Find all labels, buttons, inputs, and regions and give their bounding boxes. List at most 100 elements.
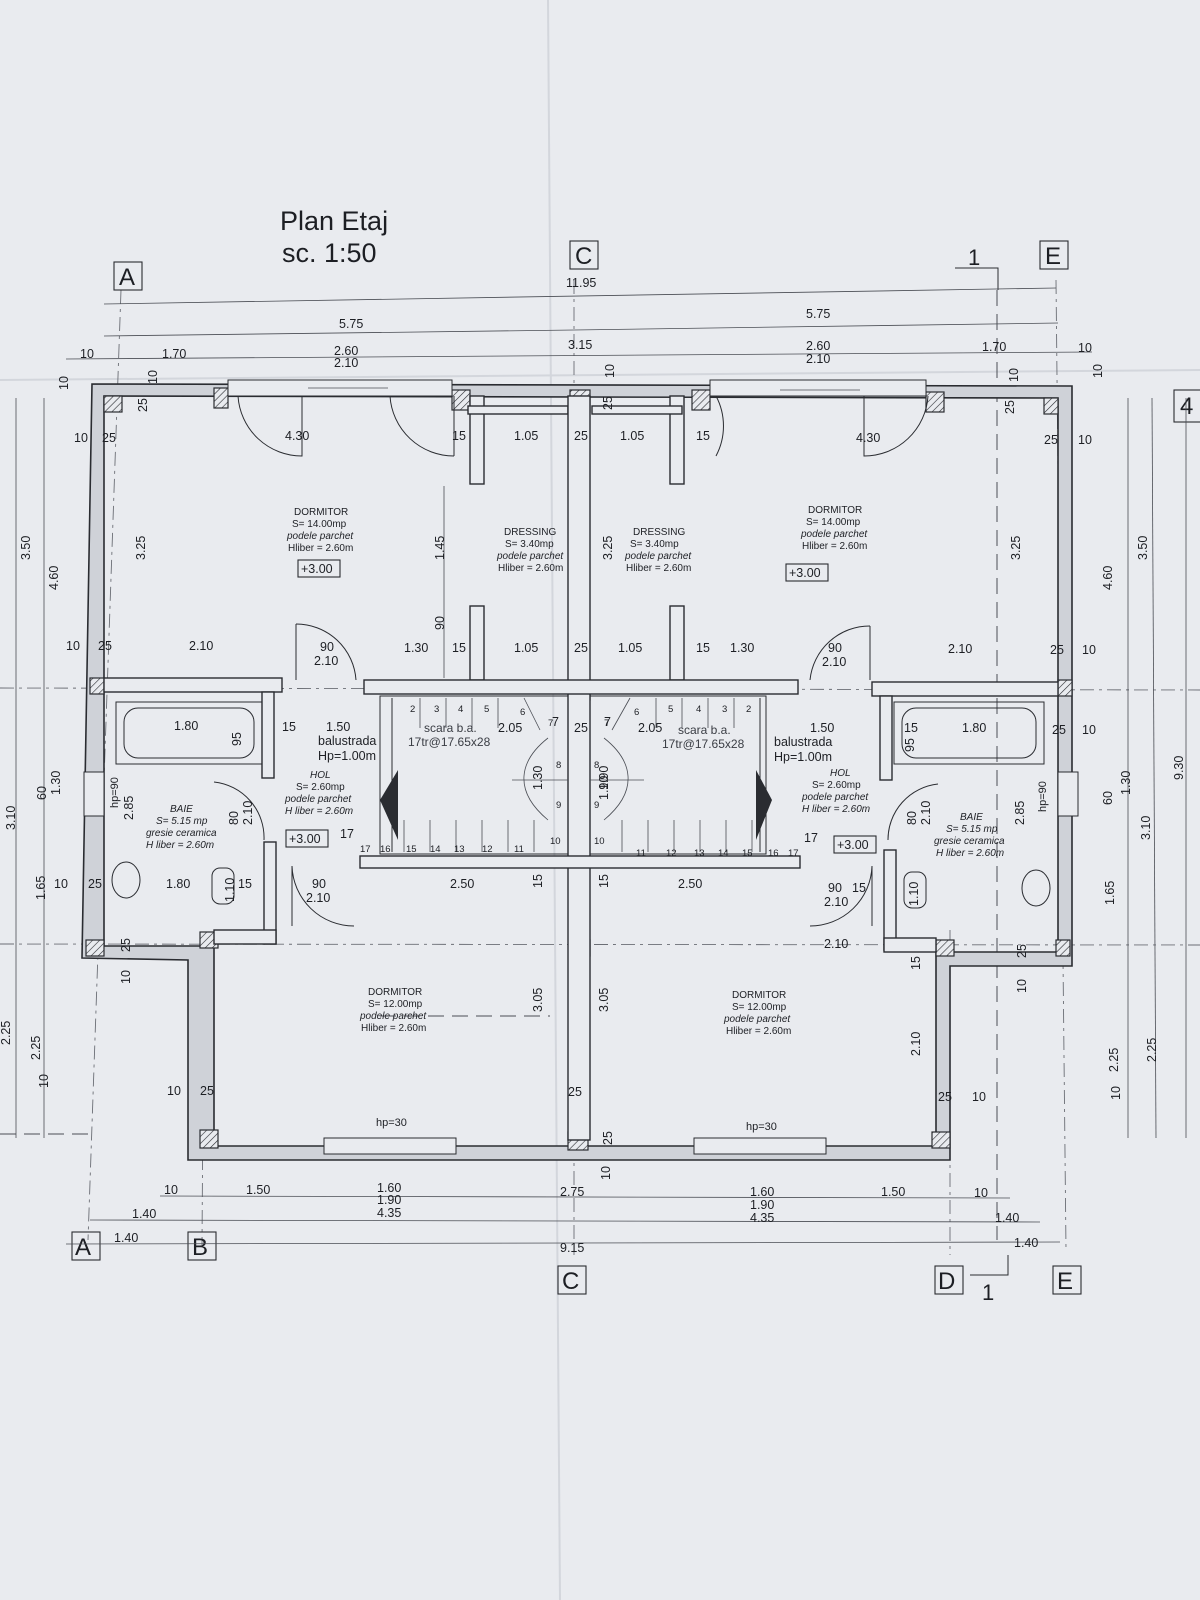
room-area: S= 3.40mp bbox=[630, 539, 679, 550]
dim-r3-180b: 1.80 bbox=[962, 721, 986, 735]
dim-r5-180: 1.80 bbox=[166, 877, 190, 891]
dim-r1-25a: 25 bbox=[574, 429, 588, 443]
stair-right-rail-height: Hp=1.00m bbox=[774, 750, 832, 764]
room-dressing-left: DRESSING S= 3.40mp podele parchet Hliber… bbox=[496, 527, 564, 574]
dim-r5-90a: 90 bbox=[312, 877, 326, 891]
step-number: 9 bbox=[556, 800, 561, 811]
step-number: 12 bbox=[666, 848, 677, 859]
dim-v-10b: 10 bbox=[1007, 368, 1021, 382]
dim-r3-10-right: 10 bbox=[1082, 723, 1096, 737]
dim-r5-210b: 2.10 bbox=[824, 895, 848, 909]
dim-r3-150a: 1.50 bbox=[326, 720, 350, 734]
dim-left-325: 3.25 bbox=[134, 536, 148, 560]
dim-top-right-10b: 10 bbox=[1091, 364, 1105, 378]
dim-r3-7b: 7 bbox=[604, 715, 611, 729]
room-baie-right: BAIE S= 5.15 mp gresie ceramica H liber … bbox=[934, 812, 1005, 859]
dim-v-25a: 25 bbox=[136, 398, 150, 412]
elevation-marker: +3.00 bbox=[301, 562, 333, 576]
dim-r3-205b: 2.05 bbox=[638, 721, 662, 735]
dim-r3-15a: 15 bbox=[282, 720, 296, 734]
doors bbox=[213, 395, 939, 927]
dim-r5-15a: 15 bbox=[238, 877, 252, 891]
dim-r2-15a: 15 bbox=[452, 641, 466, 655]
dim-r1-15a: 15 bbox=[452, 429, 466, 443]
room-floor: gresie ceramica bbox=[146, 828, 217, 839]
room-area: S= 5.15 mp bbox=[946, 824, 998, 835]
section-mark-bottom: 1 bbox=[982, 1280, 994, 1305]
axis-d-bottom: D bbox=[938, 1268, 955, 1295]
dim-bot-915: 9.15 bbox=[560, 1241, 584, 1255]
room-name: HOL bbox=[830, 768, 851, 779]
bathtub-right bbox=[893, 701, 1045, 765]
step-number: 8 bbox=[594, 760, 599, 771]
axis-c-top: C bbox=[575, 243, 592, 270]
room-name: DRESSING bbox=[504, 527, 556, 538]
dim-v-190a: 1.90 bbox=[597, 766, 611, 790]
room-floor: podele parchet bbox=[496, 551, 564, 562]
dim-left-460: 4.60 bbox=[47, 566, 61, 590]
dim-r3-95a: 95 bbox=[230, 732, 244, 746]
step-number: 2 bbox=[746, 704, 751, 715]
dim-r1-25-right: 25 bbox=[1044, 433, 1058, 447]
dim-right-285: 2.85 bbox=[1013, 801, 1027, 825]
stair-left-spec: 17tr@17.65x28 bbox=[408, 735, 491, 749]
title-line2: sc. 1:50 bbox=[282, 238, 377, 268]
stair-left-type: scara b.a. bbox=[424, 721, 477, 735]
room-height: H liber = 2.60m bbox=[802, 804, 870, 815]
dim-top-right-2: 1.70 bbox=[982, 340, 1006, 354]
dim-r2-10-left: 10 bbox=[66, 639, 80, 653]
room-height: H liber = 2.60m bbox=[936, 848, 1004, 859]
dim-r1-105b: 1.05 bbox=[620, 429, 644, 443]
room-floor: podele parchet bbox=[284, 794, 352, 805]
dim-bot-160a: 1.60 bbox=[377, 1181, 401, 1195]
dim-bot-10: 10 bbox=[164, 1183, 178, 1197]
dim-r6-hp30b: hp=30 bbox=[746, 1121, 777, 1133]
dim-r2-130b: 1.30 bbox=[730, 641, 754, 655]
axis-sheet-edge: 4 bbox=[1180, 393, 1193, 420]
stair-right-rail: balustrada bbox=[774, 735, 832, 749]
dim-r2-105b: 1.05 bbox=[618, 641, 642, 655]
step-number: 13 bbox=[454, 844, 465, 855]
dim-top-total: 11.95 bbox=[566, 276, 596, 290]
room-name: DORMITOR bbox=[368, 987, 422, 998]
room-height: Hliber = 2.60m bbox=[361, 1023, 426, 1034]
room-area: S= 2.60mp bbox=[296, 782, 345, 793]
dim-r5-210a: 2.10 bbox=[306, 891, 330, 905]
axis-b-bottom: B bbox=[192, 1234, 208, 1261]
dim-v-145: 1.45 bbox=[433, 536, 447, 560]
room-area: S= 12.00mp bbox=[368, 999, 423, 1010]
room-dormitor-bottom-right: DORMITOR S= 12.00mp podele parchet Hlibe… bbox=[723, 990, 791, 1037]
step-number: 10 bbox=[594, 836, 605, 847]
dim-r5-250b: 2.50 bbox=[678, 877, 702, 891]
stair-right-type: scara b.a. bbox=[678, 723, 731, 737]
interior-walls bbox=[103, 395, 1059, 1141]
step-number: 17 bbox=[788, 848, 799, 859]
dim-r1-15b: 15 bbox=[696, 429, 710, 443]
extra-vertical-dims: 1.90 bbox=[597, 776, 611, 800]
toilet-left bbox=[211, 867, 235, 905]
step-number: 10 bbox=[550, 836, 561, 847]
dim-v-305b: 3.05 bbox=[597, 988, 611, 1012]
dim-left-285: 2.85 bbox=[122, 796, 136, 820]
dim-bot-10b: 10 bbox=[974, 1186, 988, 1200]
axis-e-top: E bbox=[1045, 243, 1061, 270]
room-height: Hliber = 2.60m bbox=[498, 563, 563, 574]
bathtub-left bbox=[115, 701, 263, 765]
dim-r4-17b: 17 bbox=[804, 831, 818, 845]
dim-right-460: 4.60 bbox=[1101, 566, 1115, 590]
room-area: S= 12.00mp bbox=[732, 1002, 787, 1013]
interior-dimensions: 4.30 4.30 15 1.05 25 1.05 15 25 10 25 10… bbox=[54, 368, 1096, 1180]
room-floor: podele parchet bbox=[723, 1014, 791, 1025]
dim-r5-25: 25 bbox=[88, 877, 102, 891]
room-height: Hliber = 2.60m bbox=[802, 541, 867, 552]
dim-r5-250a: 2.50 bbox=[450, 877, 474, 891]
dim-bot-275: 2.75 bbox=[560, 1185, 584, 1199]
dim-r2-90a: 90 bbox=[320, 640, 334, 654]
room-hol-right: HOL S= 2.60mp podele parchet H liber = 2… bbox=[801, 768, 877, 854]
drawing-title: Plan Etaj sc. 1:50 bbox=[280, 206, 388, 268]
axis-e-bottom: E bbox=[1057, 1268, 1073, 1295]
stairs-right bbox=[589, 695, 772, 855]
room-height: H liber = 2.60m bbox=[285, 806, 353, 817]
section-mark-top: 1 bbox=[968, 245, 980, 270]
